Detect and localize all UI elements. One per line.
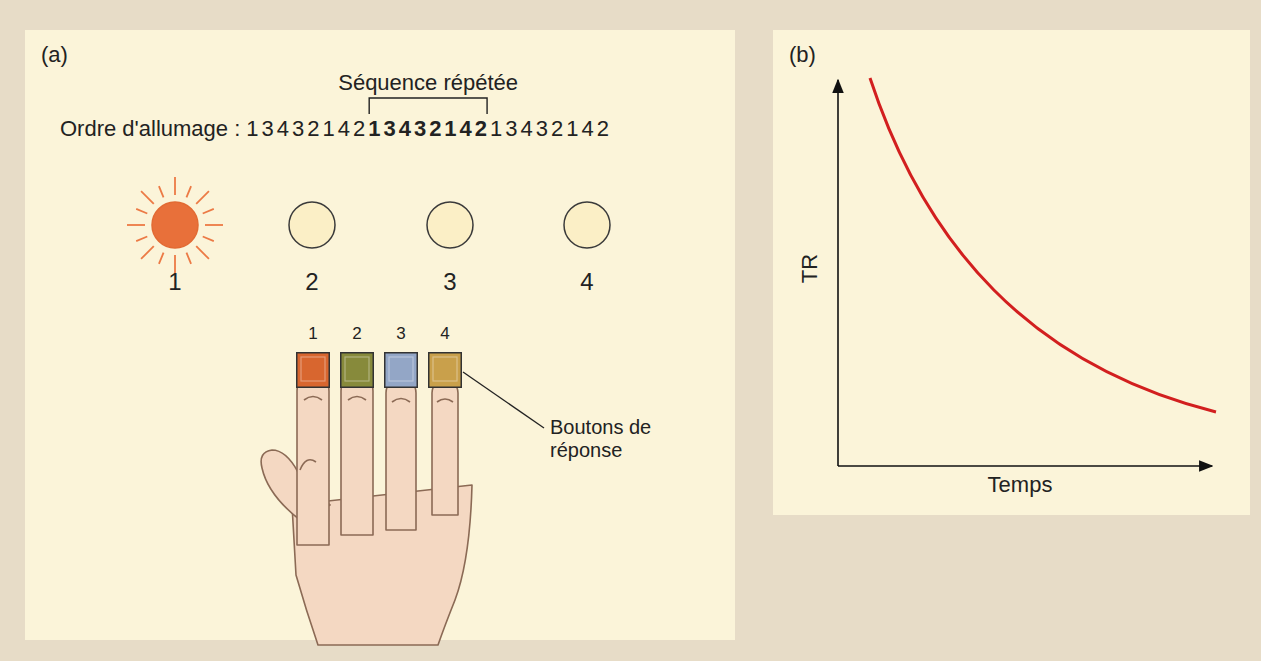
y-axis (837, 80, 839, 466)
button-number: 1 (296, 324, 330, 344)
response-button: 3 (384, 318, 418, 388)
sequence-digits: 13432142 (490, 116, 612, 142)
light-circle (140, 190, 210, 260)
signal-light: 3 (415, 190, 485, 300)
light-circle (552, 190, 622, 260)
light-circle (277, 190, 347, 260)
sequence-digits: 13432142 (246, 116, 368, 142)
light-number: 4 (552, 268, 622, 296)
sequence-row: Ordre d'allumage :1343214213432142134321… (60, 116, 612, 142)
figure-panel: (a)12341234Ordre d'allumage :13432142134… (25, 30, 735, 640)
axis-label: Temps (960, 472, 1080, 497)
bracket (369, 98, 487, 114)
response-button: 1 (296, 318, 330, 388)
button-number: 2 (340, 324, 374, 344)
hand-illustration (261, 375, 472, 645)
panel-letter: (a) (41, 42, 68, 67)
light-circle (415, 190, 485, 260)
sequence-digits: 13432142 (368, 116, 490, 142)
signal-light: 4 (552, 190, 622, 300)
figure-panel: (b) TR Temps (773, 30, 1250, 515)
signal-light: 2 (277, 190, 347, 300)
learning-curve (870, 78, 1216, 412)
light-number: 1 (140, 268, 210, 296)
panel-ground (773, 30, 1250, 515)
callout-label: Boutons de réponse (550, 416, 658, 462)
leader-line (463, 372, 544, 428)
panel-letter: (b) (789, 42, 816, 67)
signal-light: 1 (140, 190, 210, 300)
response-button: 4 (428, 318, 462, 388)
axis-label: TR (797, 254, 822, 283)
button-number: 3 (384, 324, 418, 344)
sequence-label: Ordre d'allumage : (60, 116, 240, 142)
response-button: 2 (340, 318, 374, 388)
light-number: 2 (277, 268, 347, 296)
button-number: 4 (428, 324, 462, 344)
bracket-label: Séquence répétée (338, 70, 518, 95)
x-axis (838, 465, 1212, 467)
light-number: 3 (415, 268, 485, 296)
